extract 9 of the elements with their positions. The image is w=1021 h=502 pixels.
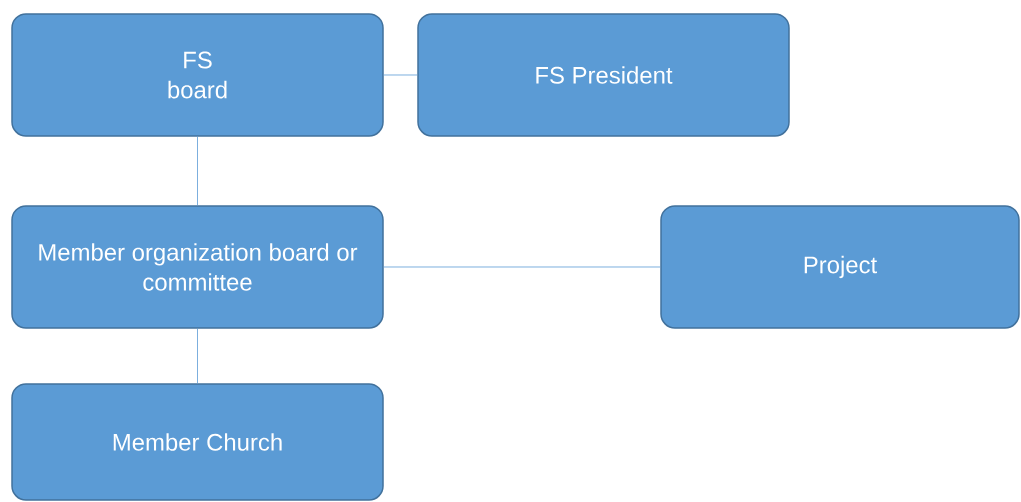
org-box: Project xyxy=(660,205,1020,329)
org-box: FS President xyxy=(417,13,790,137)
org-box: Member organization board or committee xyxy=(11,205,384,329)
org-box: Member Church xyxy=(11,383,384,501)
connector-line xyxy=(197,328,198,384)
connector-line xyxy=(383,266,661,268)
org-box: FS board xyxy=(11,13,384,137)
connector-line xyxy=(197,136,198,206)
connector-line xyxy=(383,74,418,76)
